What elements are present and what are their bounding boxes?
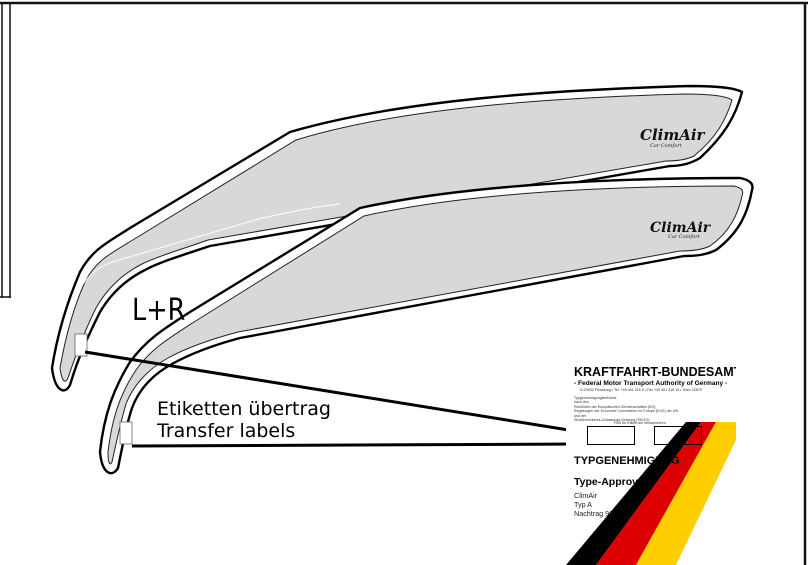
stripe-gold xyxy=(636,422,736,565)
body-line: Regelungen der Economic Commission for E… xyxy=(574,409,679,414)
stripe-red xyxy=(596,422,716,565)
product-type: Typ A xyxy=(574,500,592,509)
transfer-labels-text: Etiketten übertrag Transfer labels xyxy=(157,398,331,442)
sides-label: L+R xyxy=(132,293,186,328)
arrow-back-to-certificate xyxy=(84,350,582,435)
transfer-label-de: Etiketten übertrag xyxy=(157,398,331,420)
transfer-label-en: Transfer labels xyxy=(157,420,296,442)
climair-logo-sub-back: Car Comfort xyxy=(650,143,683,149)
label-slot-front xyxy=(119,421,133,445)
label-slot-back xyxy=(74,333,88,357)
supplement-number: Nachtrag 93 xyxy=(574,509,614,518)
body-line: und der xyxy=(574,413,587,418)
climair-logo-back: ClimAir xyxy=(640,126,706,144)
deflector-back: ClimAir Car Comfort xyxy=(50,84,744,392)
authority-subtitle: - Federal Motor Transport Authority of G… xyxy=(574,380,728,387)
approval-heading-en: Type-Approval xyxy=(574,476,647,488)
stripe-black xyxy=(566,422,701,565)
body-line: nach den xyxy=(574,400,589,405)
type-approval-certificate: KRAFTFAHRT-BUNDESAMT - Federal Motor Tra… xyxy=(566,360,736,565)
transfer-arrows xyxy=(84,350,582,449)
approval-heading-de: TYPGENEHMIGUNG xyxy=(574,455,680,467)
climair-logo-sub-front: Car Comfort xyxy=(668,234,701,240)
climair-logo-front: ClimAir xyxy=(650,220,712,236)
product-name: ClimAir xyxy=(574,491,598,500)
certificate-body: Typgenehmigungsbehörde nach den Richtlin… xyxy=(574,396,678,422)
authority-title: KRAFTFAHRT-BUNDESAMT xyxy=(574,365,736,379)
label-box-right xyxy=(654,426,702,445)
authority-address: D-24932 Flensburg • Tel. +49 461 316-0 •… xyxy=(580,388,702,392)
body-line: Straßenverkehrs-Zulassungs-Ordnung (StVZ… xyxy=(574,418,650,423)
label-field-note: Feld für Etikett am Inkrautsetzen xyxy=(614,421,666,425)
german-flag-stripes xyxy=(566,422,736,565)
deflector-front: ClimAir Car Comfort xyxy=(98,176,754,475)
body-line: Typgenehmigungsbehörde xyxy=(574,396,617,400)
arrow-front-to-certificate xyxy=(131,440,582,449)
label-box-left xyxy=(587,426,635,445)
body-line: Richtlinien der Europäischen Gemeinschaf… xyxy=(574,404,657,409)
